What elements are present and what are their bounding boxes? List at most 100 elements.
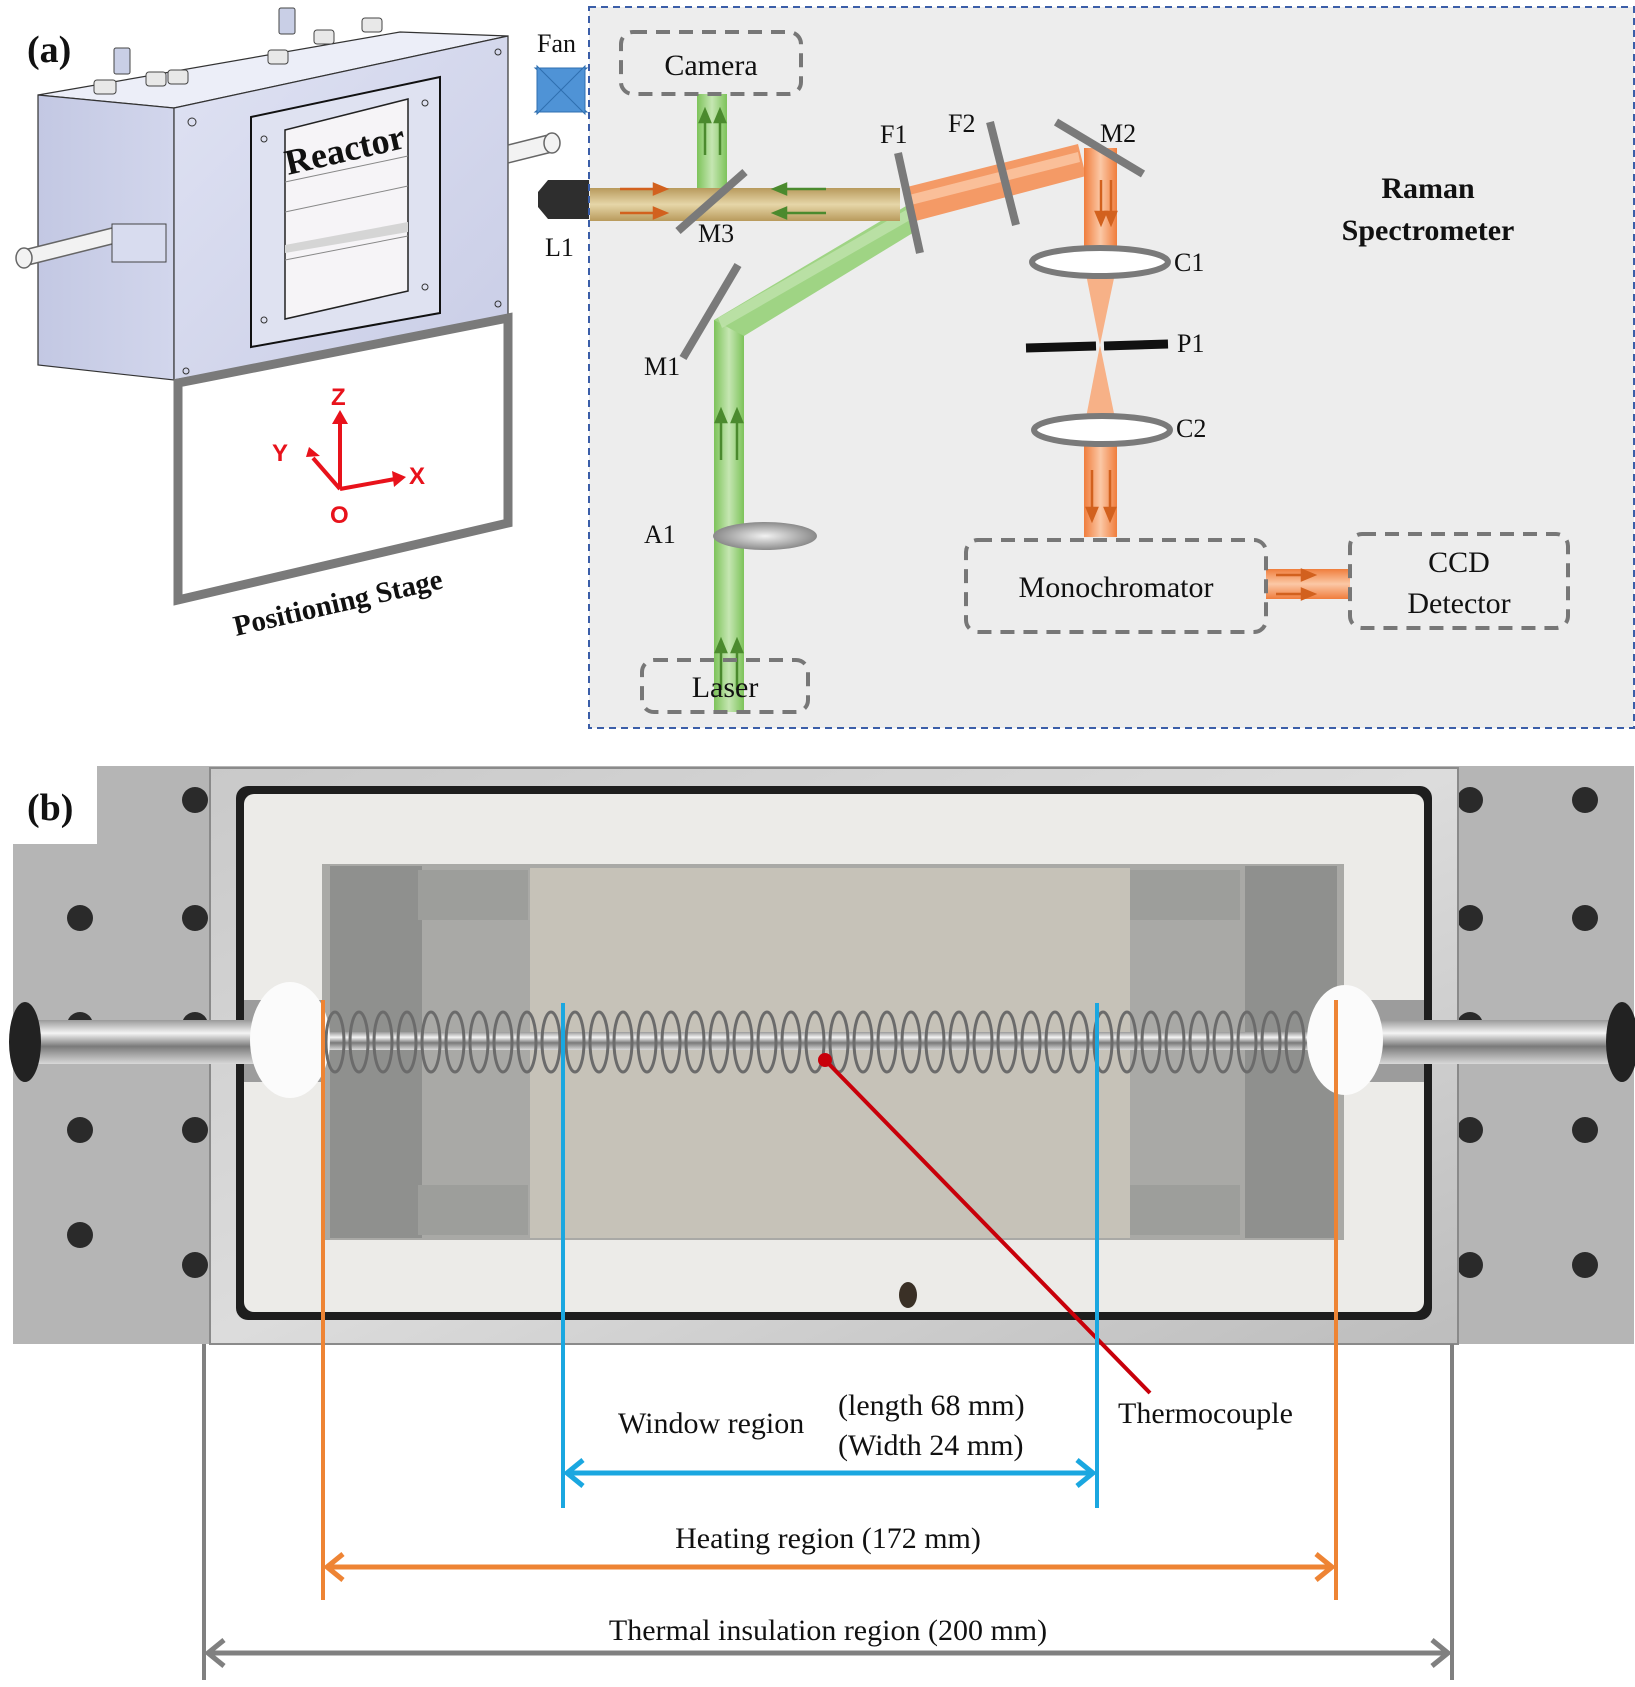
axis-origin-label: O	[330, 502, 349, 529]
mirror-m1	[679, 262, 742, 361]
lens-c1	[1029, 245, 1171, 279]
thermocouple-label: Thermocouple	[1118, 1397, 1293, 1430]
coil-loop	[660, 1010, 682, 1074]
camera-box	[619, 30, 803, 96]
mirror-m3	[675, 168, 748, 235]
coil-loop	[636, 1010, 658, 1074]
coil-loop	[708, 1010, 730, 1074]
laser-box	[640, 658, 810, 714]
dimension-lines	[202, 1000, 1454, 1680]
coil-loop	[588, 1010, 610, 1074]
coil-loop	[756, 1010, 778, 1074]
dimension-labels: Window region (length 68 mm) (Width 24 m…	[609, 1389, 1047, 1647]
heating-region-label: Heating region (172 mm)	[675, 1522, 981, 1555]
y-axis	[311, 456, 342, 491]
coil-loop	[372, 1010, 394, 1074]
coil-loop	[1140, 1010, 1162, 1074]
insulation-region-label: Thermal insulation region (200 mm)	[609, 1614, 1047, 1647]
coil-loop	[1164, 1010, 1186, 1074]
lens-c2	[1031, 413, 1173, 447]
m3-label: M3	[698, 219, 734, 248]
ccd-label-line2: Detector	[1407, 587, 1510, 620]
coil-loop	[732, 1010, 754, 1074]
panel-a-label: (a)	[27, 29, 71, 71]
pinhole-p1-left	[1025, 341, 1097, 353]
x-axis	[339, 477, 396, 491]
coil-loop	[948, 1010, 970, 1074]
coil-loop	[996, 1010, 1018, 1074]
camera-label: Camera	[664, 49, 757, 82]
coil-loop	[1020, 1010, 1042, 1074]
f2-label: F2	[948, 109, 975, 138]
c1-label: C1	[1174, 248, 1204, 277]
coil-loop	[564, 1010, 586, 1074]
coil-loop	[684, 1010, 706, 1074]
l1-label: L1	[545, 233, 574, 262]
coil-loop	[900, 1010, 922, 1074]
filter-f2	[986, 121, 1020, 226]
ccd-label-line1: CCD	[1428, 546, 1490, 579]
heating-coil	[324, 1010, 1306, 1074]
beam-arrows	[620, 106, 1318, 690]
filter-f1	[894, 152, 924, 254]
pinhole-p1-right	[1103, 339, 1169, 351]
component-labels: M3 M1 F1 F2 M2 C1 P1 C2 A1	[644, 109, 1206, 549]
laser-label: Laser	[692, 671, 759, 704]
a1-label: A1	[644, 520, 676, 549]
optical-components	[675, 118, 1173, 550]
aperture-a1	[713, 522, 817, 550]
coil-loop	[924, 1010, 946, 1074]
p1-label: P1	[1177, 329, 1204, 358]
coil-loop	[1236, 1010, 1258, 1074]
reactor-photo	[9, 766, 1635, 1345]
reactor-drawing: Reactor	[15, 7, 561, 381]
coil-loop	[444, 1010, 466, 1074]
fan-icon	[533, 64, 589, 116]
f1-label: F1	[880, 120, 907, 149]
monochromator-label: Monochromator	[1019, 571, 1214, 604]
axis-x-label: X	[409, 463, 425, 490]
coil-loop	[348, 1010, 370, 1074]
instrument-boxes	[619, 30, 1570, 714]
coil-loop	[972, 1010, 994, 1074]
m2-label: M2	[1100, 119, 1136, 148]
beam-paths	[590, 94, 1350, 712]
coil-loop	[420, 1010, 442, 1074]
coil-loop	[468, 1010, 490, 1074]
coil-loop	[1068, 1010, 1090, 1074]
panel-b-label: (b)	[27, 787, 73, 829]
axis-y-label: Y	[272, 440, 288, 467]
coil-loop	[540, 1010, 562, 1074]
coil-loop	[516, 1010, 538, 1074]
coil-loop	[876, 1010, 898, 1074]
coil-loop	[804, 1010, 826, 1074]
window-length-label: (length 68 mm)	[838, 1389, 1025, 1422]
mirror-m2	[1053, 118, 1146, 178]
coil-loop	[780, 1010, 802, 1074]
coil-loop	[1188, 1010, 1210, 1074]
coil-loop	[1284, 1010, 1306, 1074]
spectrometer-box	[588, 6, 1635, 729]
coil-loop	[324, 1010, 346, 1074]
monochromator-box	[964, 538, 1268, 634]
spectrometer-title-line2: Spectrometer	[1342, 214, 1515, 247]
coil-loop	[612, 1010, 634, 1074]
coil-loop	[1116, 1010, 1138, 1074]
spectrometer-title-line1: Raman	[1381, 172, 1475, 205]
axis-z-label: Z	[331, 384, 346, 411]
objective-lens-l1	[538, 180, 590, 219]
m1-label: M1	[644, 352, 680, 381]
window-width-label: (Width 24 mm)	[838, 1429, 1023, 1462]
coil-loop	[396, 1010, 418, 1074]
c2-label: C2	[1176, 414, 1206, 443]
panel-b-label-bg	[13, 766, 97, 844]
positioning-stage: Z Y X O Positioning Stage	[173, 312, 513, 643]
coil-loop	[1260, 1010, 1282, 1074]
coil-loop	[492, 1010, 514, 1074]
coil-loop	[1092, 1010, 1114, 1074]
window-region-label: Window region	[618, 1407, 804, 1440]
ccd-box	[1348, 532, 1570, 630]
coil-loop	[1212, 1010, 1234, 1074]
coil-loop	[1044, 1010, 1066, 1074]
